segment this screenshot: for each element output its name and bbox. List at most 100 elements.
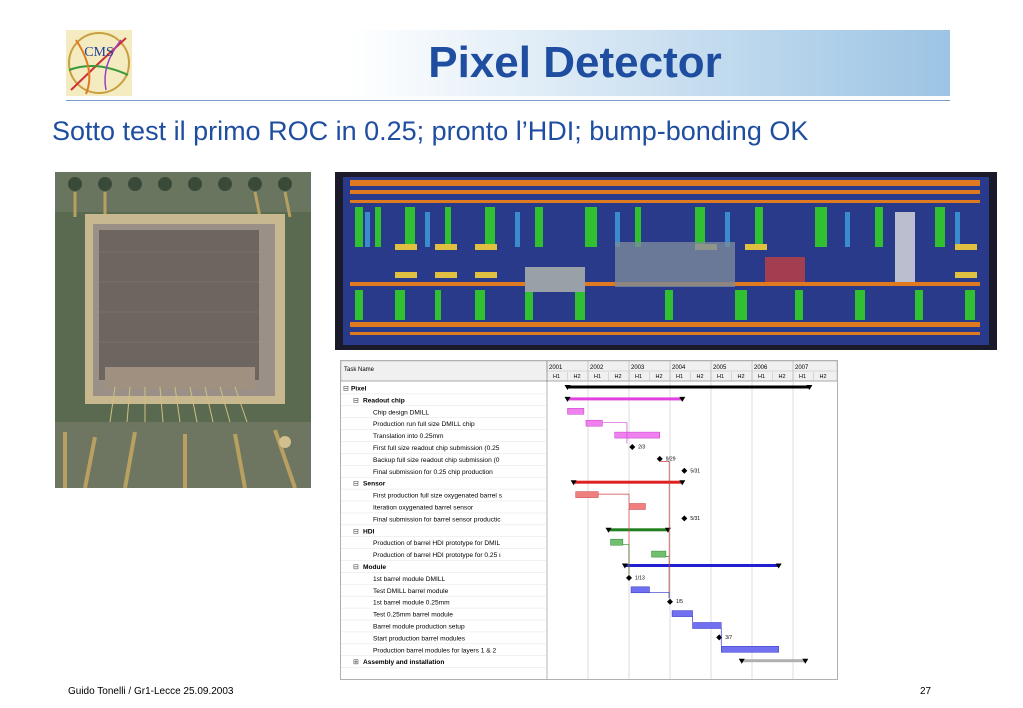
task-label: First full size readout chip submission … bbox=[373, 445, 500, 452]
logo-text: CMS bbox=[84, 45, 114, 60]
summary-bar bbox=[567, 385, 810, 389]
chip-layout-image bbox=[335, 172, 997, 350]
toggle-icon: ⊟ bbox=[343, 386, 349, 393]
task-label: 1st barrel module DMILL bbox=[373, 576, 446, 583]
task-bar bbox=[575, 491, 599, 498]
task-label: Final submission for 0.25 chip productio… bbox=[373, 469, 493, 476]
year-label: 2004 bbox=[672, 365, 686, 371]
task-bar bbox=[567, 408, 585, 415]
half-label: H1 bbox=[758, 374, 765, 380]
task-label: Chip design DMILL bbox=[373, 409, 429, 416]
footer-author-date: Guido Tonelli / Gr1-Lecce 25.09.2003 bbox=[68, 686, 234, 697]
toggle-icon: ⊟ bbox=[353, 397, 359, 404]
half-label: H1 bbox=[553, 374, 560, 380]
dependency-link bbox=[598, 493, 630, 503]
milestone-diamond bbox=[626, 574, 632, 581]
task-bar bbox=[721, 646, 779, 653]
milestone-label: 3/7 bbox=[725, 635, 732, 641]
task-label: Assembly and installation bbox=[363, 659, 444, 666]
task-label: Production run full size DMILL chip bbox=[373, 421, 475, 428]
half-label: H2 bbox=[820, 374, 827, 380]
half-label: H2 bbox=[574, 374, 581, 380]
task-bar bbox=[610, 538, 624, 546]
summary-end-marker bbox=[679, 480, 686, 486]
summary-bar bbox=[608, 528, 668, 532]
milestone-diamond bbox=[667, 598, 673, 605]
task-label: Translation into 0.25mm bbox=[373, 433, 444, 440]
task-label: Test DMILL barrel module bbox=[373, 588, 449, 595]
toggle-icon: ⊟ bbox=[353, 528, 359, 535]
task-label: Production barrel modules for layers 1 &… bbox=[373, 647, 496, 654]
chip-photo bbox=[55, 172, 311, 488]
year-label: 2007 bbox=[795, 365, 809, 371]
cms-logo: CMS bbox=[66, 30, 132, 96]
year-label: 2006 bbox=[754, 365, 768, 371]
dependency-link bbox=[659, 461, 670, 599]
milestone-label: 5/31 bbox=[690, 516, 700, 522]
slide-subtitle: Sotto test il primo ROC in 0.25; pronto … bbox=[52, 116, 809, 146]
dependency-link bbox=[622, 544, 630, 575]
title-bar: Pixel Detector bbox=[200, 30, 950, 96]
half-label: H2 bbox=[697, 374, 704, 380]
toggle-icon: ⊟ bbox=[353, 481, 359, 488]
summary-bar bbox=[567, 397, 683, 401]
half-label: H2 bbox=[738, 374, 745, 380]
half-label: H1 bbox=[799, 374, 806, 380]
task-label: 1st barrel module 0.25mm bbox=[373, 600, 450, 607]
summary-end-marker bbox=[775, 563, 782, 569]
task-label: Iteration oxygenated barrel sensor bbox=[373, 505, 474, 512]
milestone-diamond bbox=[681, 515, 688, 522]
task-bar bbox=[628, 503, 646, 510]
task-label: Pixel bbox=[351, 386, 367, 393]
task-bar bbox=[692, 622, 722, 629]
summary-end-marker bbox=[802, 658, 809, 664]
toggle-icon: ⊞ bbox=[353, 659, 359, 666]
year-label: 2005 bbox=[713, 365, 727, 371]
summary-end-marker bbox=[570, 480, 577, 486]
task-bar bbox=[651, 550, 667, 558]
summary-end-marker bbox=[564, 396, 571, 402]
task-label: HDI bbox=[363, 528, 375, 535]
summary-bar bbox=[624, 564, 779, 567]
milestone-label: 1/13 bbox=[635, 575, 645, 581]
task-label: Final submission for barrel sensor produ… bbox=[373, 516, 501, 523]
task-label: Production of barrel HDI prototype for D… bbox=[373, 540, 501, 547]
year-label: 2002 bbox=[590, 365, 604, 371]
half-label: H2 bbox=[615, 374, 622, 380]
half-label: H2 bbox=[779, 374, 786, 380]
year-label: 2003 bbox=[631, 365, 645, 371]
task-label: Start production barrel modules bbox=[373, 635, 466, 642]
milestone-diamond bbox=[656, 455, 663, 462]
half-label: H2 bbox=[656, 374, 663, 380]
task-name-header: Task Name bbox=[344, 367, 375, 373]
task-label: Module bbox=[363, 564, 386, 571]
milestone-diamond bbox=[681, 467, 688, 474]
summary-end-marker bbox=[621, 563, 628, 569]
summary-end-marker bbox=[679, 396, 686, 402]
half-label: H1 bbox=[676, 374, 683, 380]
task-bar bbox=[630, 586, 650, 594]
half-label: H1 bbox=[635, 374, 642, 380]
page-number: 27 bbox=[920, 686, 932, 697]
summary-bar bbox=[573, 480, 683, 484]
summary-bar bbox=[741, 659, 806, 663]
milestone-label: 1/5 bbox=[676, 599, 683, 605]
task-bar bbox=[614, 431, 660, 439]
dependency-link bbox=[602, 422, 628, 444]
milestone-label: 5/31 bbox=[690, 468, 700, 474]
title-divider bbox=[66, 100, 950, 101]
year-label: 2001 bbox=[549, 365, 563, 371]
task-bar bbox=[671, 610, 693, 617]
milestone-label: 2/3 bbox=[638, 445, 645, 451]
task-bar bbox=[585, 419, 603, 427]
dependency-link bbox=[649, 591, 670, 599]
task-label: Backup full size readout chip submission… bbox=[373, 457, 500, 464]
summary-end-marker bbox=[806, 385, 813, 390]
milestone-label: 9/29 bbox=[666, 456, 676, 462]
summary-end-marker bbox=[738, 658, 745, 664]
summary-end-marker bbox=[605, 527, 612, 533]
task-label: Sensor bbox=[363, 481, 386, 488]
summary-end-marker bbox=[564, 385, 571, 390]
milestone-diamond bbox=[629, 444, 636, 450]
